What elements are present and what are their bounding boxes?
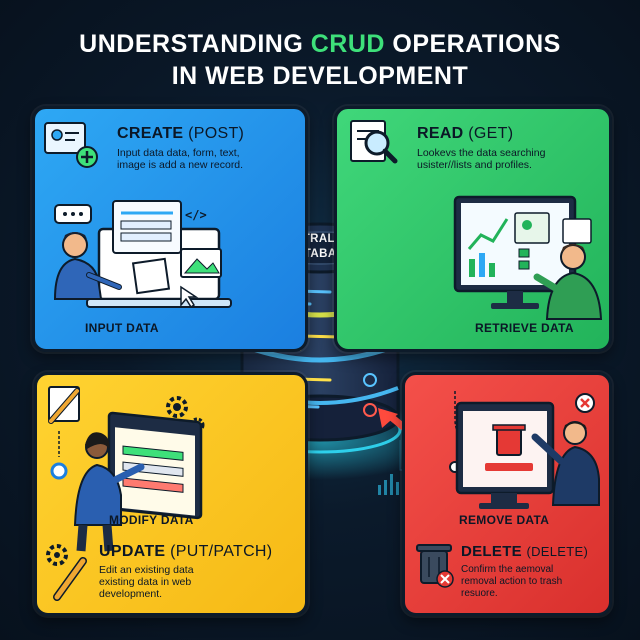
trash-bin-icon — [416, 544, 454, 588]
update-description: Edit an existing data existing data in w… — [99, 564, 194, 600]
update-panel: MODIFY DATA UPDATE (PUT/PATCH) Edit an e… — [34, 372, 308, 616]
magnifier-document-icon — [350, 120, 398, 164]
create-description: Input data data, form, text, image is ad… — [117, 147, 244, 171]
update-illustration — [46, 386, 205, 601]
delete-description: Confirm the aemoval removal action to tr… — [461, 564, 563, 599]
read-description: Lookevs the data searching usister//list… — [417, 147, 546, 171]
delete-title: DELETE (DELETE) — [461, 543, 589, 560]
create-title: CREATE (POST) — [117, 125, 245, 142]
read-illustration — [350, 120, 603, 320]
svg-text:</>: </> — [185, 208, 207, 222]
read-label: RETRIEVE DATA — [475, 321, 574, 335]
delete-label: REMOVE DATA — [459, 513, 550, 527]
create-label: INPUT DATA — [85, 321, 159, 335]
update-title: UPDATE (PUT/PATCH) — [99, 543, 273, 560]
page-title: UNDERSTANDING CRUD OPERATIONS IN WEB DEV… — [79, 30, 561, 90]
user-card-add-icon — [44, 122, 98, 168]
delete-illustration — [416, 391, 600, 588]
pencil-gear-icon — [46, 544, 87, 601]
delete-panel: REMOVE DATA DELETE (DELETE) Confirm the … — [402, 372, 612, 616]
create-illustration: </> — [44, 122, 232, 309]
update-label: MODIFY DATA — [109, 513, 194, 527]
read-title: READ (GET) — [417, 125, 514, 142]
create-panel: </> CREATE (POST) Input data data, form,… — [32, 106, 308, 352]
read-panel: READ (GET) Lookevs the data searching us… — [334, 106, 612, 352]
